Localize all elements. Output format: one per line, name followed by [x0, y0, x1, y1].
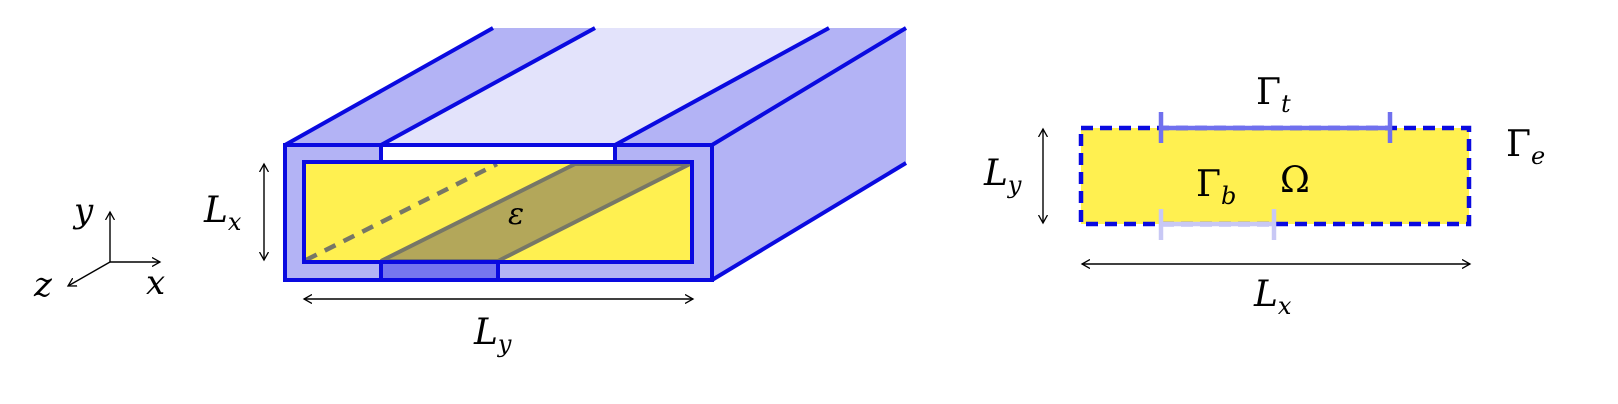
gamma-e-label: Γe	[1506, 124, 1545, 170]
top-edge-4	[710, 26, 908, 147]
z-axis-arrow	[68, 261, 111, 286]
top-edge-1	[284, 26, 494, 147]
dashed-diagonal	[304, 161, 499, 263]
top-edge-2	[380, 26, 596, 147]
cs-Lx-label: Lx	[1253, 274, 1292, 320]
front-top-gap	[379, 143, 617, 164]
z-axis-label: z	[33, 265, 53, 305]
x-axis-label: x	[146, 263, 165, 303]
epsilon-label: ε	[508, 197, 524, 232]
top-edge-3	[614, 26, 830, 147]
top-strip-left	[285, 28, 595, 145]
gamma-t-label: Γt	[1256, 72, 1291, 118]
front-bottom-electrode	[379, 260, 500, 282]
gamma-b-boundary	[1158, 209, 1277, 240]
waveguide-3d: ε Lx Ly	[203, 26, 908, 358]
cs-Ly-label: Ly	[983, 153, 1022, 199]
omega-label: Ω	[1280, 160, 1310, 201]
waveguide-side-face	[712, 28, 906, 280]
gamma-t-boundary	[1158, 112, 1393, 143]
gamma-b-label: Γb	[1196, 164, 1236, 210]
y-axis-label: y	[72, 191, 94, 231]
top-strip-center	[381, 28, 829, 145]
top-strip-right	[615, 28, 906, 145]
front-inner-outline	[302, 160, 694, 264]
Lx-label: Lx	[203, 190, 242, 236]
omega-domain	[1078, 125, 1472, 227]
cross-section: Γt Γb Ω Γe Ly Lx	[983, 72, 1545, 320]
bottom-edge-right	[710, 161, 908, 282]
axes-triad: y x z	[33, 191, 165, 305]
Ly-label: Ly	[473, 312, 512, 358]
